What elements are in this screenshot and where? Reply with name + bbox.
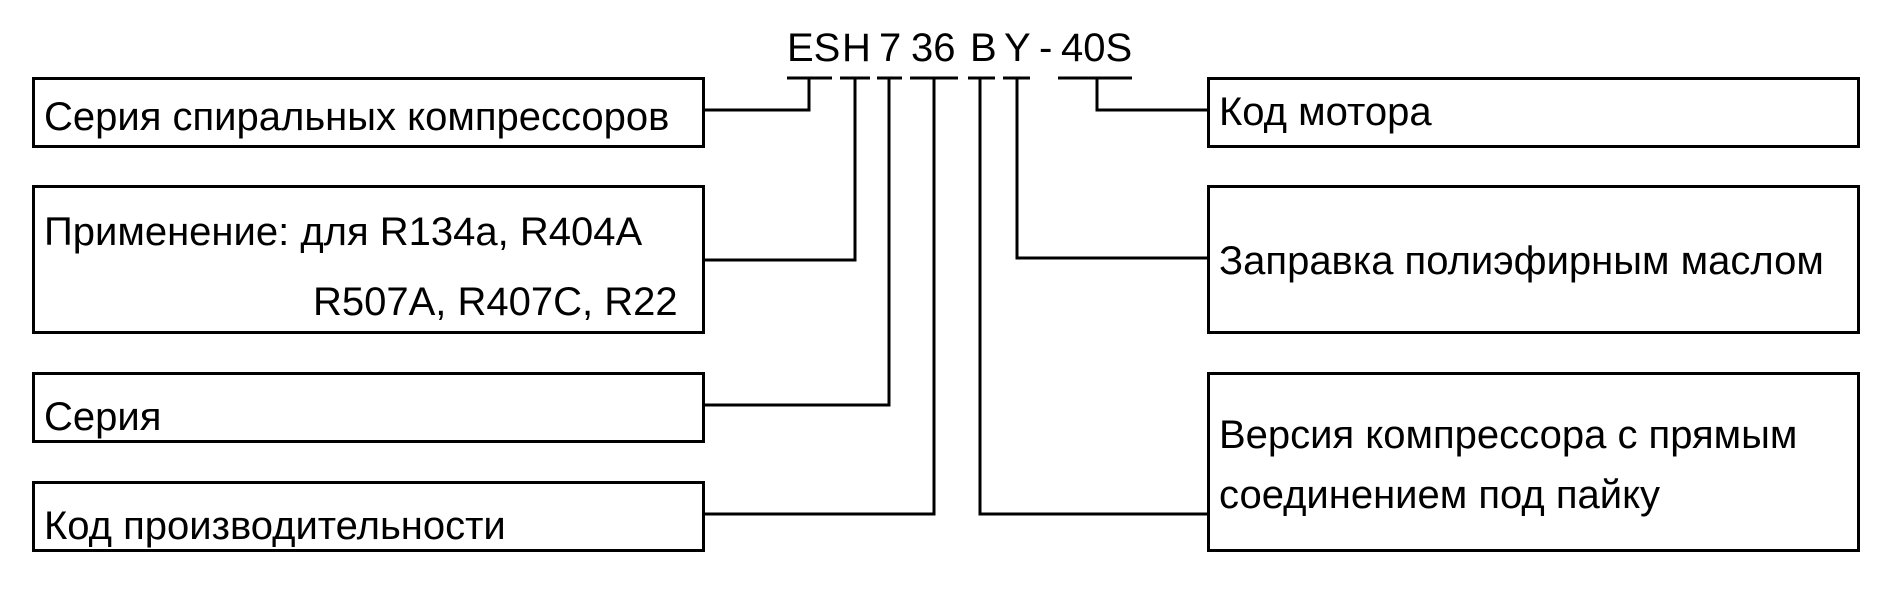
- box-version: Версия компрессора с прямым соединением …: [1207, 372, 1860, 552]
- code-dash: -: [1039, 26, 1053, 70]
- label-motor-code: Код мотора: [1219, 90, 1432, 134]
- code-36: 36: [911, 26, 956, 70]
- label-application-line2: R507A, R407C, R22: [313, 280, 678, 324]
- connector-h: [705, 78, 857, 262]
- box-application: Применение: для R134a, R404A R507A, R407…: [32, 185, 705, 334]
- connector-36: [705, 78, 936, 516]
- label-scroll-series: Серия спиральных компрессоров: [44, 95, 670, 139]
- box-capacity-code: Код производительности: [32, 481, 705, 552]
- code-b: B: [970, 26, 997, 70]
- box-scroll-series: Серия спиральных компрессоров: [32, 77, 705, 148]
- label-capacity-code: Код производительности: [44, 504, 506, 548]
- box-oil-charge: Заправка полиэфирным маслом: [1207, 185, 1860, 334]
- label-series: Серия: [44, 395, 162, 439]
- label-version-line1: Версия компрессора с прямым: [1219, 413, 1798, 457]
- box-series: Серия: [32, 372, 705, 443]
- connector-y: [1015, 78, 1207, 260]
- connector-40s: [1095, 78, 1207, 112]
- label-oil-charge: Заправка полиэфирным маслом: [1219, 239, 1824, 283]
- connector-b: [978, 78, 1207, 516]
- code-h: H: [842, 26, 871, 70]
- code-y: Y: [1004, 26, 1031, 70]
- connector-es: [705, 78, 811, 112]
- code-40s: 40S: [1061, 26, 1133, 70]
- code-es: ES: [787, 26, 841, 70]
- code-7: 7: [879, 26, 902, 70]
- box-motor-code: Код мотора: [1207, 77, 1860, 148]
- label-application-line1: Применение: для R134a, R404A: [44, 210, 643, 254]
- connector-7: [705, 78, 891, 407]
- label-version-line2: соединением под пайку: [1219, 473, 1661, 517]
